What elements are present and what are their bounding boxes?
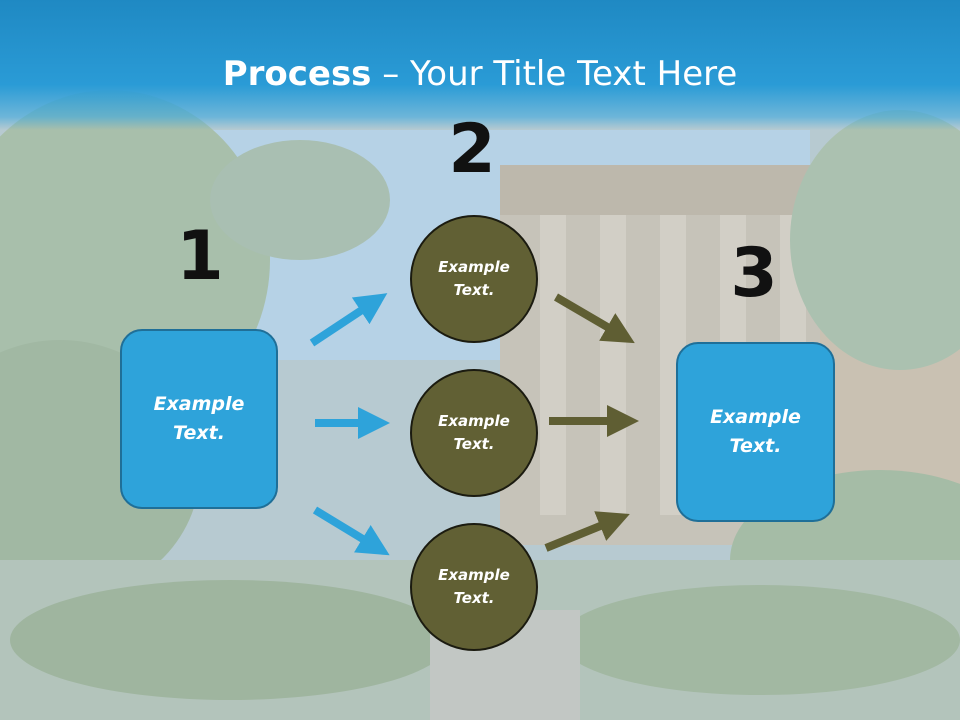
arrow-blue-down xyxy=(312,506,390,556)
circle-bottom-line2: Text. xyxy=(453,589,495,607)
title-bar xyxy=(0,0,960,130)
circle-top: Example Text. xyxy=(410,215,538,343)
arrow-blue-up xyxy=(309,293,388,347)
title-rest: – Your Title Text Here xyxy=(371,54,738,94)
arrow-olive-down xyxy=(553,293,635,344)
circle-top-line2: Text. xyxy=(453,281,495,299)
step-3-box: Example Text. xyxy=(676,342,835,522)
step-number-2: 2 xyxy=(448,110,496,189)
step-3-label-line2: Text. xyxy=(729,435,782,457)
title-bold: Process xyxy=(222,54,372,94)
step-number-3: 3 xyxy=(730,234,778,313)
circle-middle: Example Text. xyxy=(410,369,538,497)
circle-bottom: Example Text. xyxy=(410,523,538,651)
arrow-olive-up xyxy=(544,511,630,552)
step-1-label-line1: Example xyxy=(153,393,245,415)
circle-middle-line2: Text. xyxy=(453,435,495,453)
step-1-box: Example Text. xyxy=(120,329,278,509)
step-1-label-line2: Text. xyxy=(173,422,225,444)
circle-middle-line1: Example xyxy=(438,412,510,430)
circle-bottom-line1: Example xyxy=(438,566,510,584)
step-number-1: 1 xyxy=(176,217,224,296)
slide-title: Process – Your Title Text Here xyxy=(0,52,960,96)
circle-top-line1: Example xyxy=(438,258,510,276)
step-3-label-line1: Example xyxy=(710,406,801,428)
